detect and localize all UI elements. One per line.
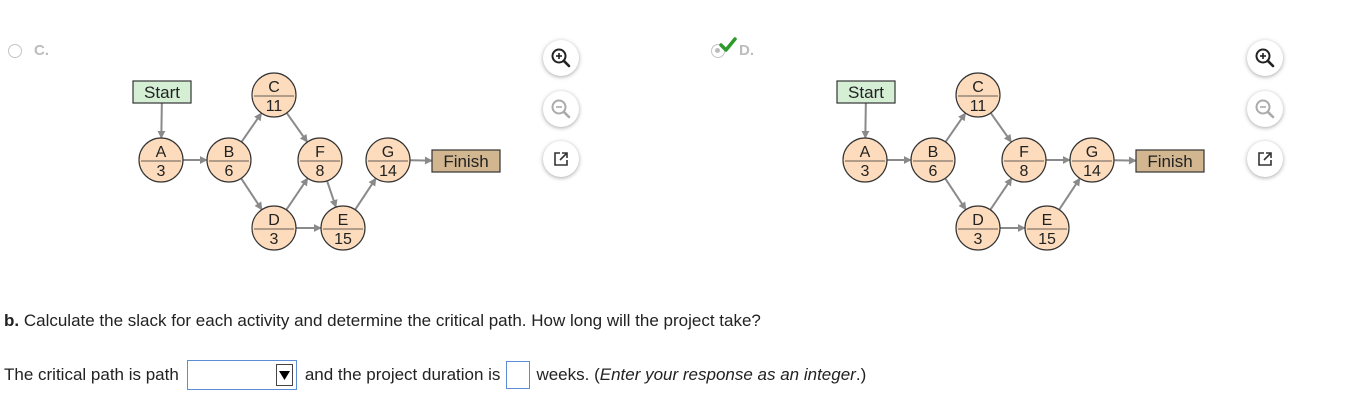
d-node-d-label: D: [972, 212, 984, 229]
c-node-a-duration: 3: [157, 163, 166, 180]
zoom-out-icon: [551, 99, 571, 119]
c-node-b-duration: 6: [225, 163, 234, 180]
zoom-out-icon: [1255, 99, 1275, 119]
option-d-letter: D.: [739, 42, 754, 59]
c-edge-C-F: [285, 112, 309, 143]
d-start-box: Start: [836, 80, 896, 104]
d-node-g: G 14: [1069, 137, 1115, 183]
d-node-e-duration: 15: [1038, 231, 1056, 248]
option-c-radio[interactable]: [8, 44, 22, 58]
zoom-in-icon: [1255, 48, 1275, 68]
question-body: Calculate the slack for each activity an…: [19, 311, 761, 330]
svg-text:Start: Start: [848, 83, 884, 102]
c-node-c: C 11: [251, 72, 297, 118]
c-node-f: F8: [297, 137, 343, 183]
answer-prefix: The critical path is path: [4, 365, 179, 384]
c-node-e-duration: 15: [334, 231, 352, 248]
c-node-e: E 15: [320, 205, 366, 251]
option-d-open-external-button[interactable]: [1247, 141, 1283, 177]
option-c-zoom-in-button[interactable]: [543, 40, 579, 76]
answer-hint-end: .): [855, 365, 867, 384]
d-node-e-label: E: [1042, 212, 1053, 229]
c-node-d: D3: [251, 205, 297, 251]
d-node-a: A3: [842, 137, 888, 183]
c-node-d-duration: 3: [270, 231, 279, 248]
c-node-g-duration: 14: [379, 163, 397, 180]
d-finish-box: Finish: [1135, 149, 1205, 173]
c-node-f-duration: 8: [316, 163, 325, 180]
c-start-box: Start: [132, 80, 192, 104]
c-node-g-label: G: [382, 144, 394, 161]
option-c-zoom-out-button[interactable]: [543, 91, 579, 127]
d-node-c: C 11: [955, 72, 1001, 118]
d-node-b-duration: 6: [929, 163, 938, 180]
c-node-c-label: C: [268, 79, 280, 96]
d-edge-D-F: [989, 177, 1013, 211]
c-node-f-label: F: [315, 144, 325, 161]
d-node-g-duration: 14: [1083, 163, 1101, 180]
d-edge-E-G: [1058, 177, 1081, 211]
d-node-f: F8: [1001, 137, 1047, 183]
c-node-a: A3: [138, 137, 184, 183]
c-node-g: G 14: [365, 137, 411, 183]
c-edge-D-F: [285, 177, 309, 211]
open-external-icon: [554, 152, 568, 166]
d-node-f-duration: 8: [1020, 163, 1029, 180]
c-node-e-label: E: [338, 212, 349, 229]
answer-suffix: weeks. (: [536, 365, 600, 384]
checkmark-icon: [719, 37, 737, 52]
option-d-zoom-out-button[interactable]: [1247, 91, 1283, 127]
answer-hint: weeks. (Enter your response as an intege…: [536, 365, 866, 385]
answer-hint-italic: Enter your response as an integer: [599, 365, 856, 384]
d-node-c-label: C: [972, 79, 984, 96]
answer-middle: and the project duration is: [304, 365, 501, 384]
d-node-a-label: A: [860, 144, 871, 161]
c-node-a-label: A: [156, 144, 167, 161]
d-node-f-label: F: [1019, 144, 1029, 161]
option-c-open-external-button[interactable]: [543, 141, 579, 177]
svg-text:Finish: Finish: [1147, 152, 1192, 171]
d-edge-B-D: [944, 177, 967, 211]
critical-path-dropdown[interactable]: [186, 360, 297, 390]
c-edge-B-D: [240, 177, 263, 211]
zoom-in-icon: [551, 48, 571, 68]
d-edge-C-F: [989, 112, 1013, 143]
d-node-d: D3: [955, 205, 1001, 251]
c-finish-box: Finish: [431, 149, 501, 173]
d-node-b: B6: [910, 137, 956, 183]
svg-text:Start: Start: [144, 83, 180, 102]
answer-line: The critical path is path and the projec…: [4, 360, 866, 390]
question-part-label: b.: [4, 311, 20, 330]
d-edge-Start-A: [861, 102, 870, 139]
c-node-c-duration: 11: [266, 98, 283, 115]
d-node-a-duration: 3: [861, 163, 870, 180]
c-node-d-label: D: [268, 212, 280, 229]
d-node-g-label: G: [1086, 144, 1098, 161]
d-node-e: E 15: [1024, 205, 1070, 251]
d-node-b-label: B: [928, 144, 939, 161]
c-edge-Start-A: [157, 102, 166, 139]
c-node-b: B6: [206, 137, 252, 183]
project-duration-input[interactable]: [506, 361, 531, 389]
c-edge-B-C: [240, 112, 263, 143]
dropdown-arrow-icon[interactable]: [275, 364, 293, 386]
svg-text:Finish: Finish: [443, 152, 488, 171]
option-d-zoom-in-button[interactable]: [1247, 40, 1283, 76]
c-node-b-label: B: [224, 144, 235, 161]
d-edge-B-C: [944, 112, 967, 143]
d-node-d-duration: 3: [974, 231, 983, 248]
c-edge-F-E: [326, 180, 338, 208]
open-external-icon: [1258, 152, 1272, 166]
c-edge-E-G: [354, 177, 377, 211]
d-node-c-duration: 11: [970, 98, 987, 115]
option-c-letter: C.: [34, 42, 49, 59]
question-text: b. Calculate the slack for each activity…: [4, 311, 761, 331]
